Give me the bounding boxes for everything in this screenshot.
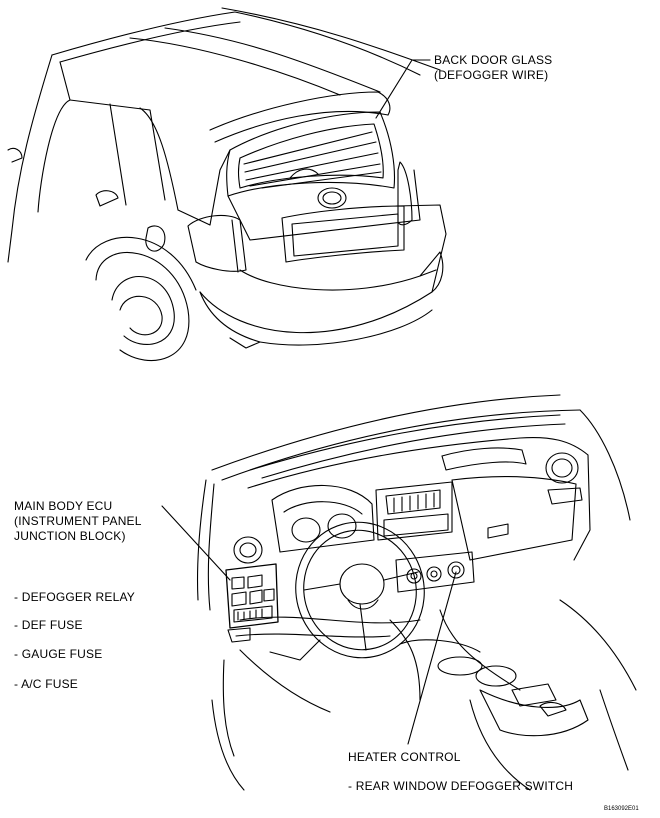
heater-control-label: HEATER CONTROL bbox=[348, 750, 461, 764]
back-door-glass-label: BACK DOOR GLASS (DEFOGGER WIRE) bbox=[434, 53, 552, 83]
main-body-ecu-subtitle-1: (INSTRUMENT PANEL bbox=[14, 514, 142, 528]
main-body-ecu-subtitle-2: JUNCTION BLOCK) bbox=[14, 529, 126, 543]
leader-main-body-ecu bbox=[161, 505, 231, 581]
vehicle-rear-illustration bbox=[7, 7, 447, 362]
back-door-glass-title: BACK DOOR GLASS bbox=[434, 53, 553, 67]
figure-id: B163092E01 bbox=[604, 806, 639, 812]
ecu-item-defogger-relay: - DEFOGGER RELAY bbox=[14, 590, 135, 604]
instrument-panel-illustration bbox=[196, 394, 637, 791]
leader-back-door-glass bbox=[375, 59, 431, 119]
rear-window-defogger-switch-label: - REAR WINDOW DEFOGGER SWITCH bbox=[348, 779, 574, 793]
ecu-item-ac-fuse: - A/C FUSE bbox=[14, 677, 79, 691]
ecu-item-def-fuse: - DEF FUSE bbox=[14, 618, 83, 632]
back-door-glass-subtitle: (DEFOGGER WIRE) bbox=[434, 68, 549, 82]
main-body-ecu-title: MAIN BODY ECU bbox=[14, 499, 113, 513]
ecu-item-gauge-fuse: - GAUGE FUSE bbox=[14, 647, 103, 661]
leader-heater-control bbox=[407, 571, 457, 745]
main-body-ecu-label: MAIN BODY ECU (INSTRUMENT PANEL JUNCTION… bbox=[14, 499, 142, 544]
